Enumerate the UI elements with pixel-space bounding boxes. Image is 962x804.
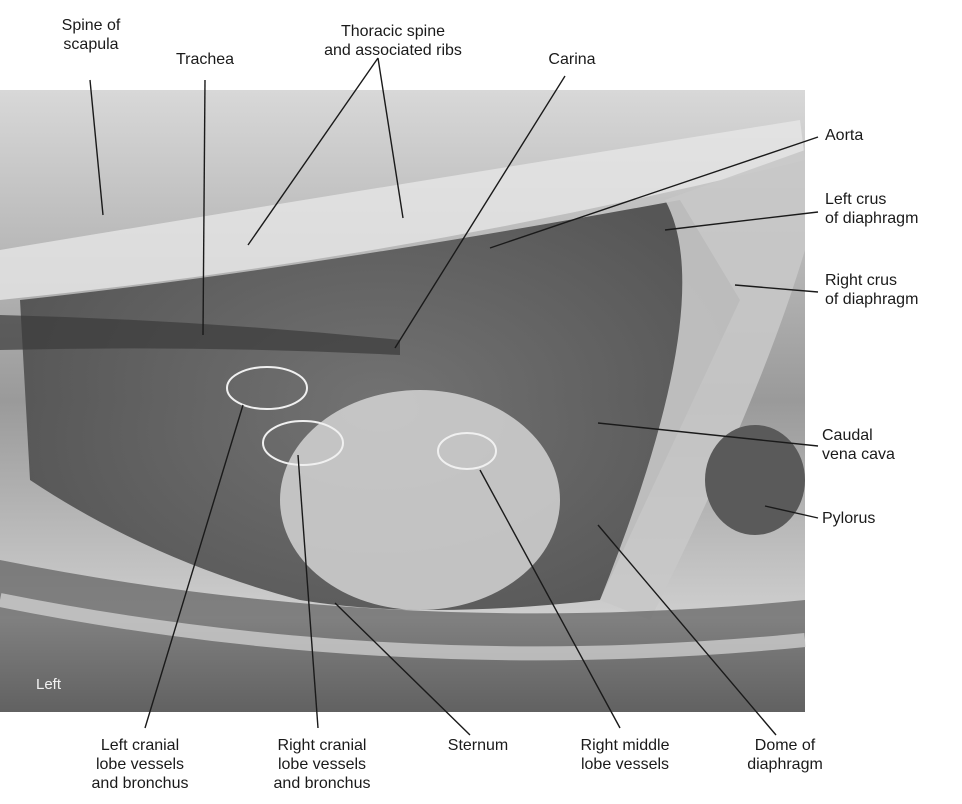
- left-cranial-circle: [226, 366, 308, 410]
- label-spine-of-scapula: Spine of scapula: [61, 17, 121, 53]
- label-sternum: Sternum: [447, 737, 509, 754]
- label-right-middle-lobe: Right middle lobe vessels: [580, 737, 670, 773]
- label-left-cranial-lobe: Left cranial lobe vessels and bronchus: [91, 737, 189, 792]
- leader-lines: [89, 57, 819, 736]
- label-dome-of-diaphragm: Dome of diaphragm: [747, 737, 823, 773]
- label-left-crus: Left crus of diaphragm: [825, 191, 919, 227]
- label-trachea: Trachea: [175, 51, 235, 68]
- right-cranial-circle: [262, 420, 344, 466]
- label-right-crus: Right crus of diaphragm: [825, 272, 919, 308]
- roi-circles: [226, 366, 497, 470]
- label-pylorus: Pylorus: [822, 510, 876, 527]
- label-caudal-vena-cava: Caudal vena cava: [822, 427, 895, 463]
- label-aorta: Aorta: [825, 127, 864, 144]
- label-right-cranial-lobe: Right cranial lobe vessels and bronchus: [273, 737, 371, 792]
- right-middle-circle: [437, 432, 497, 470]
- side-marker: Left: [36, 676, 62, 693]
- label-carina: Carina: [548, 51, 596, 68]
- label-thoracic-spine: Thoracic spine and associated ribs: [324, 23, 462, 59]
- xray-image: [0, 90, 806, 712]
